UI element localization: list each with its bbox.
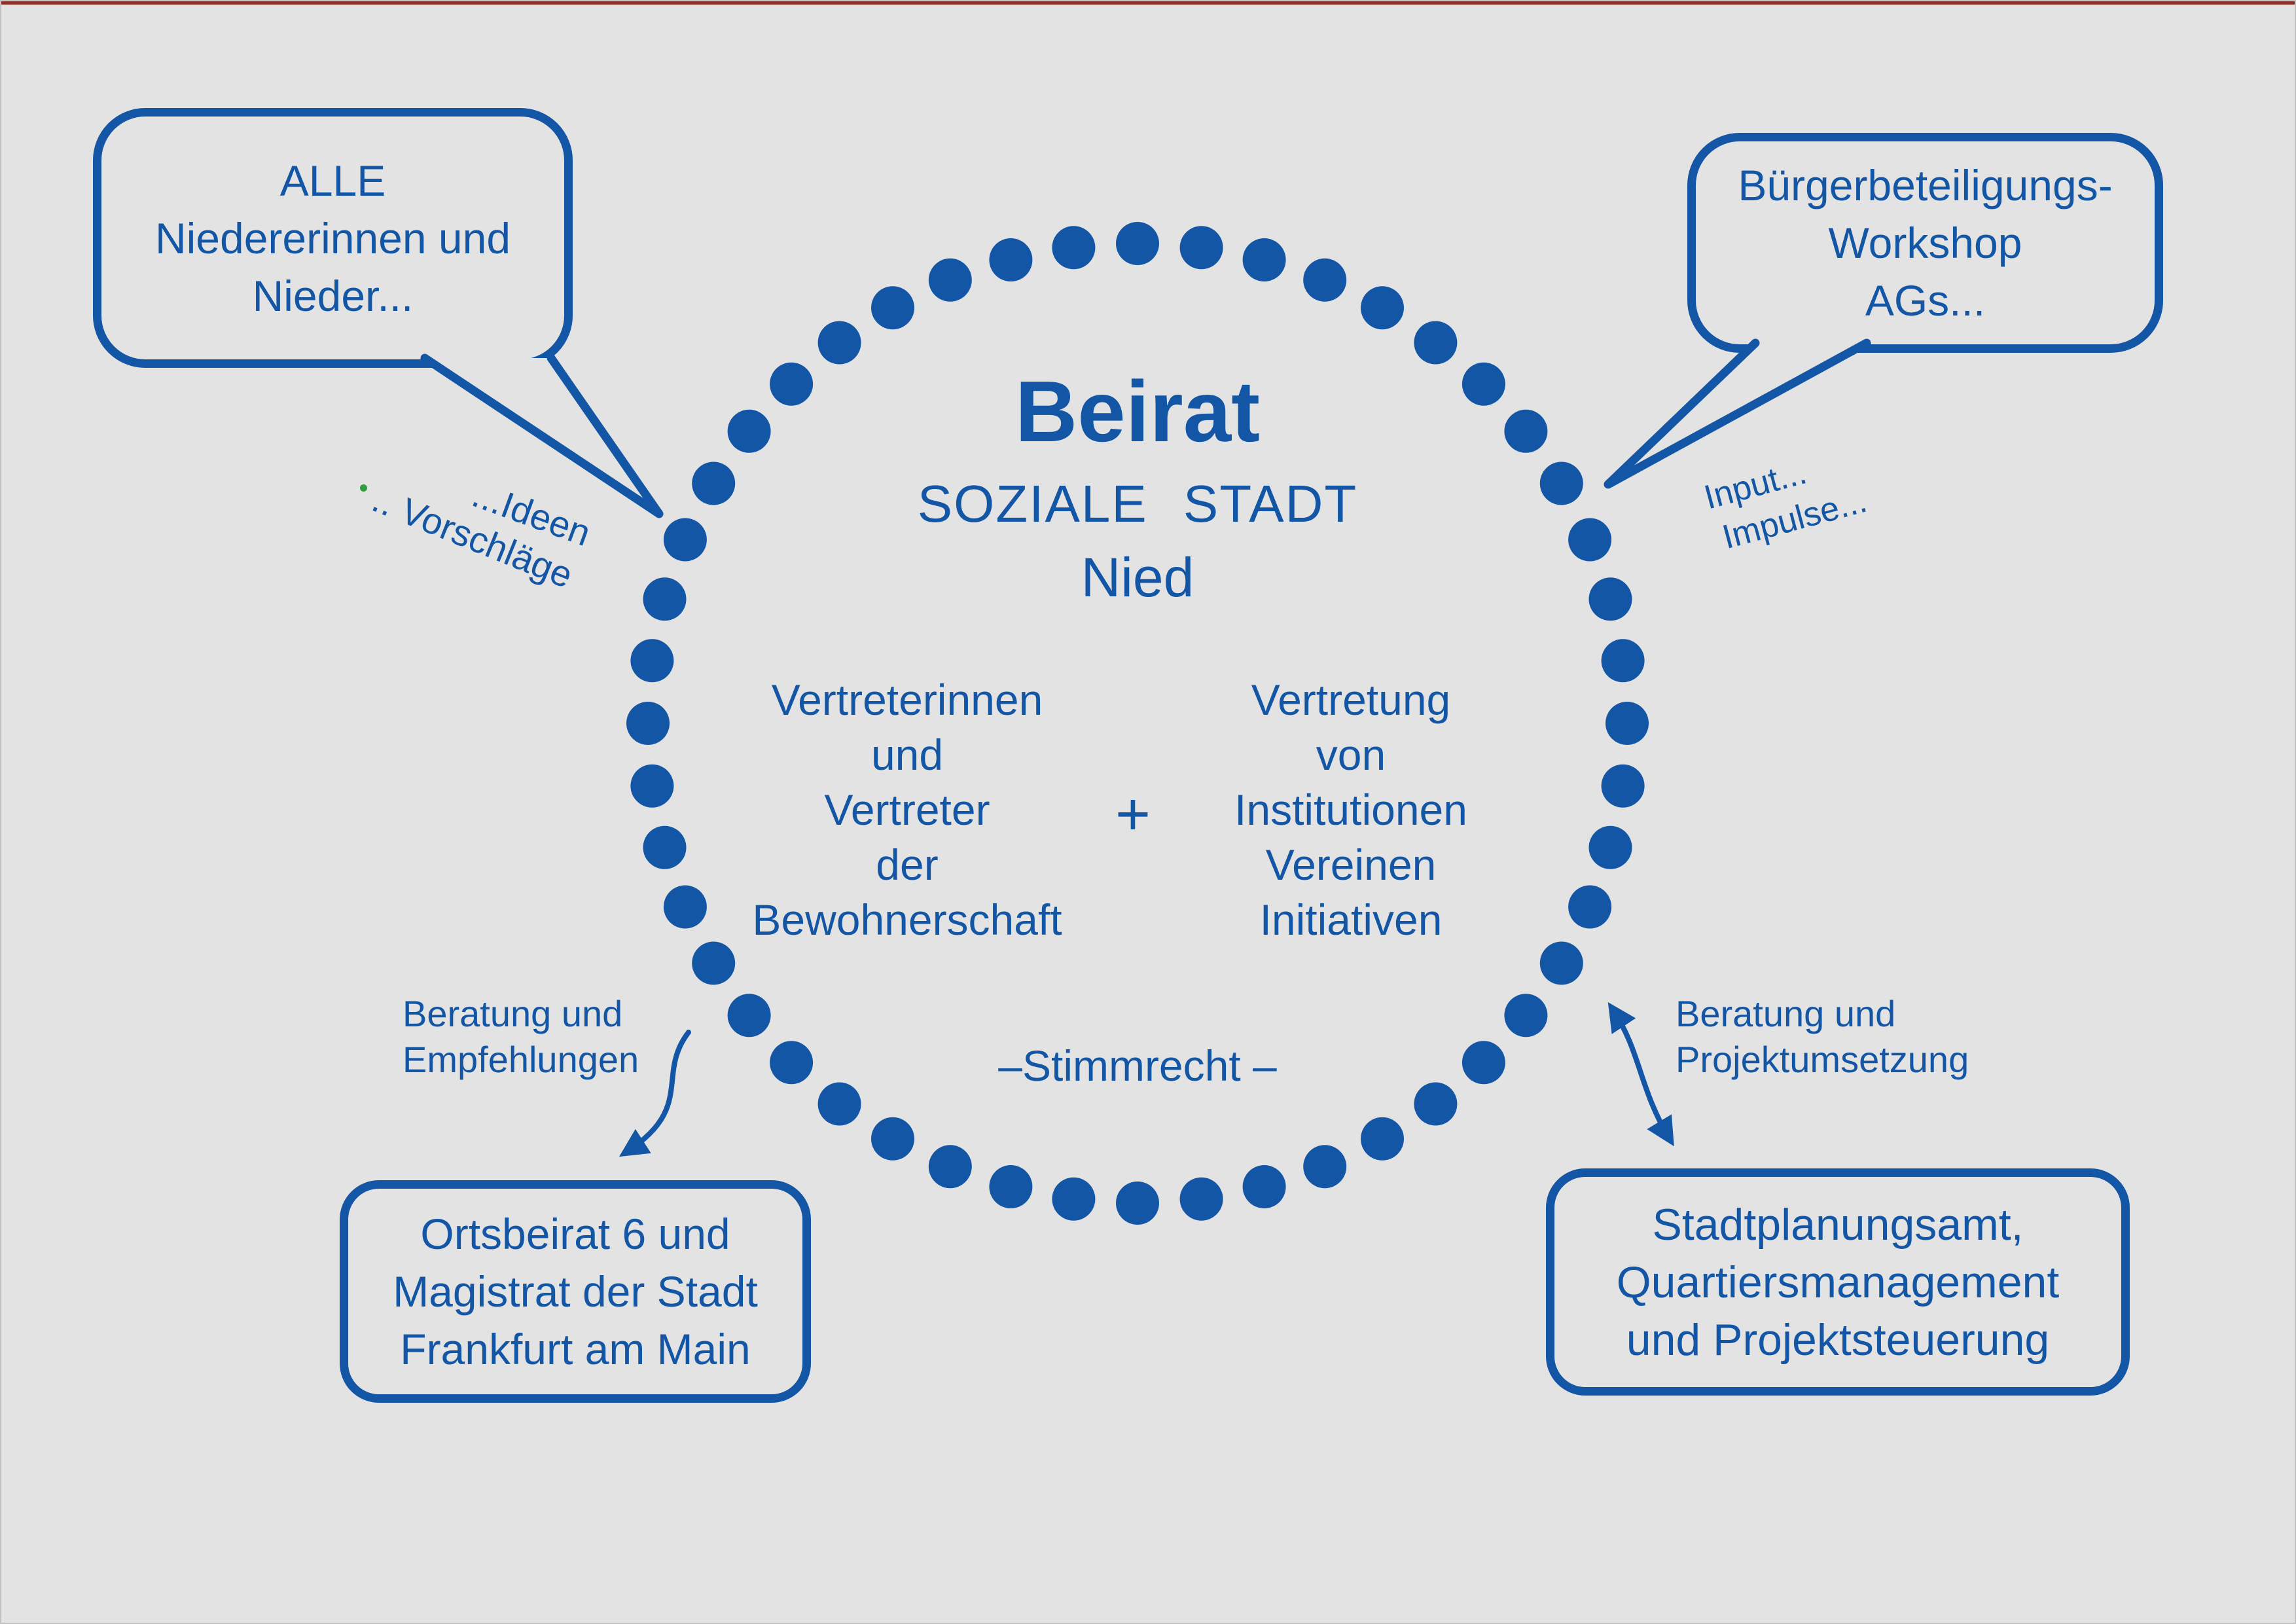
ring-dot — [630, 639, 674, 683]
ring-dot — [817, 321, 861, 365]
ring-dot — [1588, 825, 1632, 869]
column-line: Vereinen — [1265, 840, 1437, 889]
ring-dot — [871, 1117, 914, 1161]
column-line: von — [1316, 731, 1386, 779]
ring-dot — [989, 238, 1033, 281]
members-right-column: Vertretung von Institutionen Vereinen In… — [1155, 672, 1547, 947]
bubble-line: ALLE — [279, 156, 386, 205]
bubble-line: Bürgerbeteiligungs- — [1738, 161, 2113, 209]
box-line: Quartiersmanagement — [1616, 1257, 2060, 1307]
ring-dot — [1361, 1117, 1404, 1161]
ring-dot — [630, 764, 674, 808]
box-ortsbeirat: Ortsbeirat 6 und Magistrat der Stadt Fra… — [340, 1180, 811, 1403]
box-line: Magistrat der Stadt — [393, 1267, 758, 1316]
speech-bubble-workshops: Bürgerbeteiligungs- Workshop AGs... — [1687, 133, 2163, 353]
box-stadtplanungsamt: Stadtplanungsamt, Quartiersmanagement un… — [1546, 1168, 2130, 1396]
column-line: der — [876, 840, 939, 889]
ring-dot — [1116, 1182, 1159, 1225]
ring-dot — [727, 994, 771, 1038]
box-line: und Projektsteuerung — [1626, 1314, 2050, 1365]
bubble-line: Nieder... — [252, 271, 414, 320]
ring-dot — [643, 825, 687, 869]
ring-dot — [643, 577, 687, 621]
ring-dot — [663, 885, 707, 929]
label-line: Beratung und — [1676, 993, 1896, 1034]
ring-dot — [1601, 639, 1645, 683]
ring-dot — [1539, 941, 1583, 985]
ring-dot — [770, 1041, 814, 1085]
label-beratung-empfehlungen: Beratung und Empfehlungen — [403, 991, 639, 1083]
label-line: Empfehlungen — [403, 1039, 639, 1080]
ring-dot — [692, 941, 736, 985]
ring-dot — [1601, 764, 1645, 808]
ring-dot — [1052, 226, 1096, 270]
box-line: Frankfurt am Main — [400, 1325, 751, 1373]
label-line: Beratung und — [403, 993, 623, 1034]
box-line: Ortsbeirat 6 und — [420, 1210, 730, 1258]
plus-sign: + — [1115, 781, 1151, 848]
top-border-line — [1, 1, 2295, 5]
ring-dot — [928, 1145, 972, 1189]
column-line: Bewohnerschaft — [752, 895, 1062, 944]
bubble-line: Workshop — [1828, 219, 2022, 267]
ring-dot — [871, 286, 914, 330]
ring-dot — [1605, 702, 1649, 745]
ring-dot — [989, 1165, 1033, 1208]
bubble-line: Niedererinnen und — [154, 213, 511, 262]
ring-dot — [1242, 238, 1286, 281]
ring-dot — [1414, 1082, 1458, 1126]
speech-bubble-residents: ALLE Niedererinnen und Nieder... — [93, 108, 573, 368]
column-line: Vertretung — [1251, 676, 1451, 724]
column-line: Vertreter — [824, 785, 990, 834]
ring-dot — [1303, 258, 1347, 302]
ring-dot — [1116, 222, 1159, 265]
column-line: Vertreterinnen — [771, 676, 1043, 724]
column-line: Institutionen — [1234, 785, 1467, 834]
column-line: und — [870, 731, 944, 779]
label-line: Projektumsetzung — [1676, 1039, 1969, 1080]
ring-dot — [1414, 321, 1458, 365]
column-line: Initiativen — [1259, 895, 1443, 944]
members-left-column: Vertreterinnen und Vertreter der Bewohne… — [711, 672, 1103, 947]
green-speck — [360, 484, 367, 492]
ring-dot — [1539, 461, 1583, 505]
ring-dot — [626, 702, 670, 745]
label-beratung-projektumsetzung: Beratung und Projektumsetzung — [1676, 991, 1969, 1083]
ring-dot — [1462, 1041, 1505, 1085]
ring-dot — [1568, 885, 1612, 929]
circle-subtitle2: Nied — [1081, 547, 1194, 608]
circle-title-block: Beirat SOZIALE STADT Nied — [745, 363, 1530, 614]
ring-dot — [928, 258, 972, 302]
ring-dot — [692, 461, 736, 505]
ring-dot — [817, 1082, 861, 1126]
ring-dot — [1504, 994, 1548, 1038]
ring-dot — [1361, 286, 1404, 330]
stimmrecht-note: –Stimmrecht – — [998, 1041, 1277, 1090]
box-line: Stadtplanungsamt, — [1652, 1199, 2024, 1250]
ring-dot — [1242, 1165, 1286, 1208]
ring-dot — [1588, 577, 1632, 621]
circle-subtitle: SOZIALE STADT — [917, 475, 1358, 533]
bubble-line: AGs... — [1865, 276, 1986, 325]
ring-dot — [663, 518, 707, 562]
ring-dot — [1303, 1145, 1347, 1189]
ring-dot — [1052, 1177, 1096, 1221]
ring-dot — [1179, 1177, 1223, 1221]
circle-title: Beirat — [1014, 363, 1261, 460]
ring-dot — [1568, 518, 1612, 562]
arrow-to-stadtplanungsamt — [1607, 1001, 1674, 1147]
ring-dot — [1179, 226, 1223, 270]
